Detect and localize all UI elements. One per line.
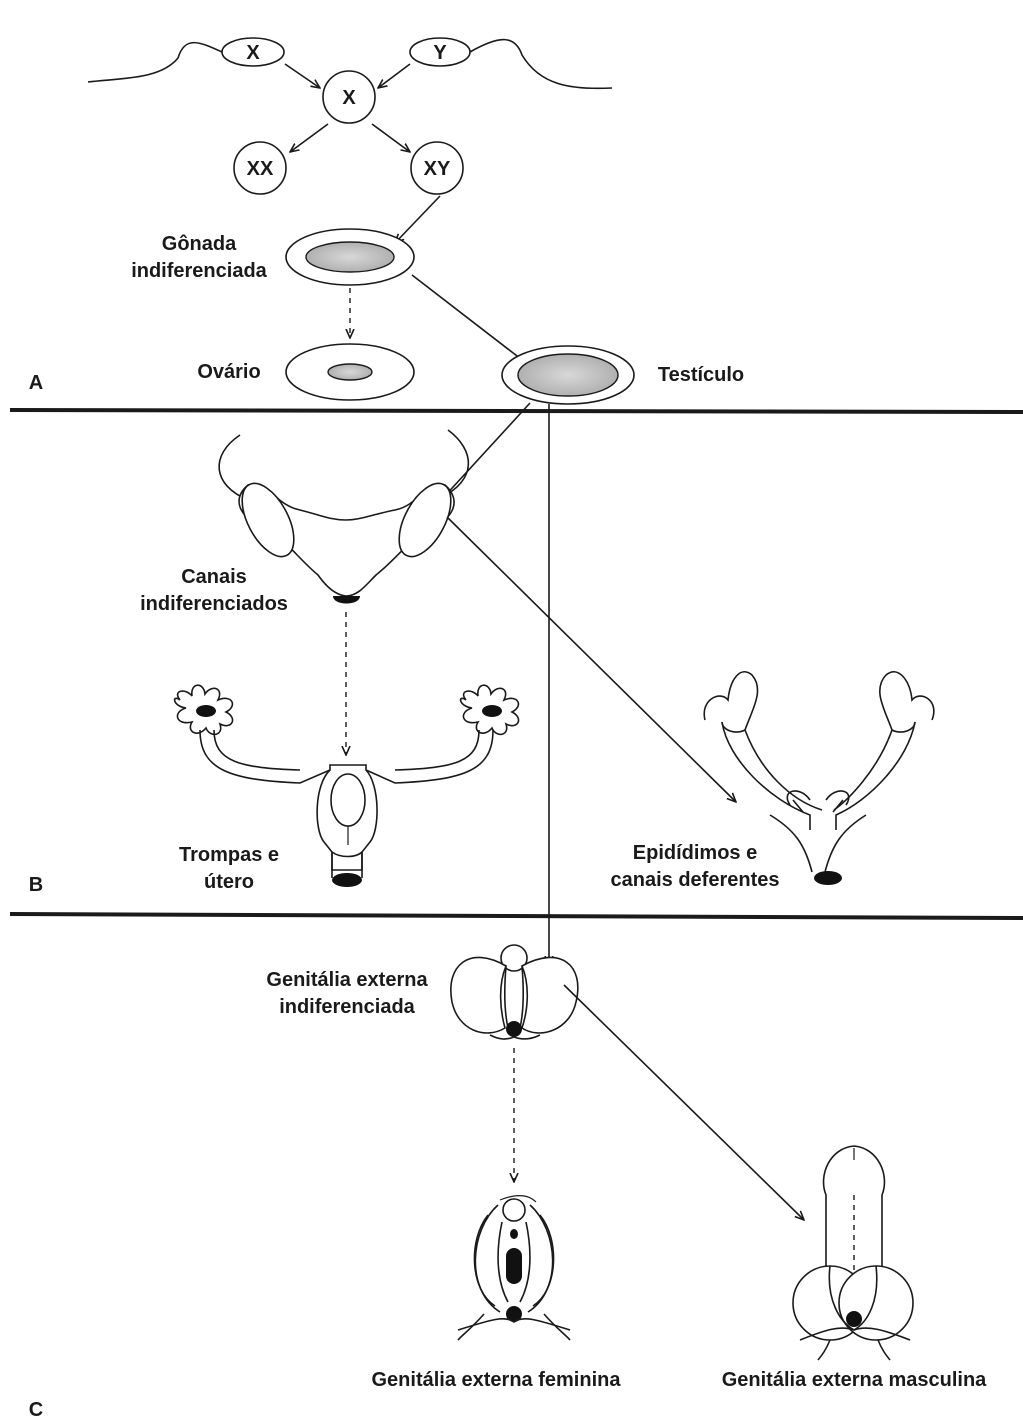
arrow-y-to-gamete [378, 64, 410, 88]
chromosome-strand-right [470, 40, 612, 89]
chromosome-strand-left [88, 43, 222, 82]
ducts-label-line2: indiferenciados [140, 593, 288, 615]
section-c-letter: C [29, 1399, 43, 1421]
arrow-to-male-external [564, 985, 804, 1220]
xy-label: XY [424, 158, 451, 180]
ducts-label-line1: Canais [181, 566, 247, 588]
male-external-label: Genitália externa masculina [722, 1369, 987, 1391]
male-external-genitalia [793, 1146, 913, 1360]
arrow-testis-to-ducts [443, 403, 530, 498]
gonad-label-line1: Gônada [162, 233, 237, 255]
indifferent-gonad-core [306, 242, 394, 272]
female-external-genitalia [458, 1196, 570, 1340]
arrow-to-xy [372, 124, 410, 152]
xx-label: XX [247, 158, 274, 180]
section-a-letter: A [29, 372, 43, 394]
arrow-to-xx [290, 124, 328, 152]
arrow-x-to-gamete [285, 64, 320, 88]
gamete-label: X [342, 87, 356, 109]
ovary-core [328, 364, 372, 380]
section-b-letter: B [29, 874, 43, 896]
gonad-label-line2: indiferenciada [131, 260, 267, 282]
testis-label: Testículo [658, 364, 744, 386]
arrow-ducts-to-epididymis [447, 517, 736, 802]
arrow-gonad-to-testis [412, 275, 530, 366]
ovary-label: Ovário [197, 361, 260, 383]
female-external-label: Genitália externa feminina [372, 1369, 622, 1391]
section-divider-bc [10, 914, 1023, 918]
parent-y-label: Y [433, 42, 447, 64]
indifferent-external-genitalia [451, 945, 578, 1039]
uterus-label-line1: Trompas e [179, 844, 279, 866]
section-divider-ab [10, 410, 1023, 412]
epididymis-label-line2: canais deferentes [611, 869, 780, 891]
section-c: Genitália externa indiferenciada Genitál… [29, 945, 987, 1421]
uterus-label-line2: útero [204, 871, 254, 893]
testis-core [518, 354, 618, 396]
section-a: X Y X XX XY Gônada indiferenciada Ovário… [29, 38, 744, 404]
parent-x-label: X [246, 42, 260, 64]
epididymis-label-line1: Epidídimos e [633, 842, 757, 864]
section-b: Canais indiferenciados Trompas e útero [29, 430, 934, 896]
arrow-xy-to-gonad [395, 196, 440, 243]
external-indifferent-label-line2: indiferenciada [279, 996, 415, 1018]
external-indifferent-label-line1: Genitália externa [266, 969, 428, 991]
indifferent-ducts [219, 430, 468, 604]
